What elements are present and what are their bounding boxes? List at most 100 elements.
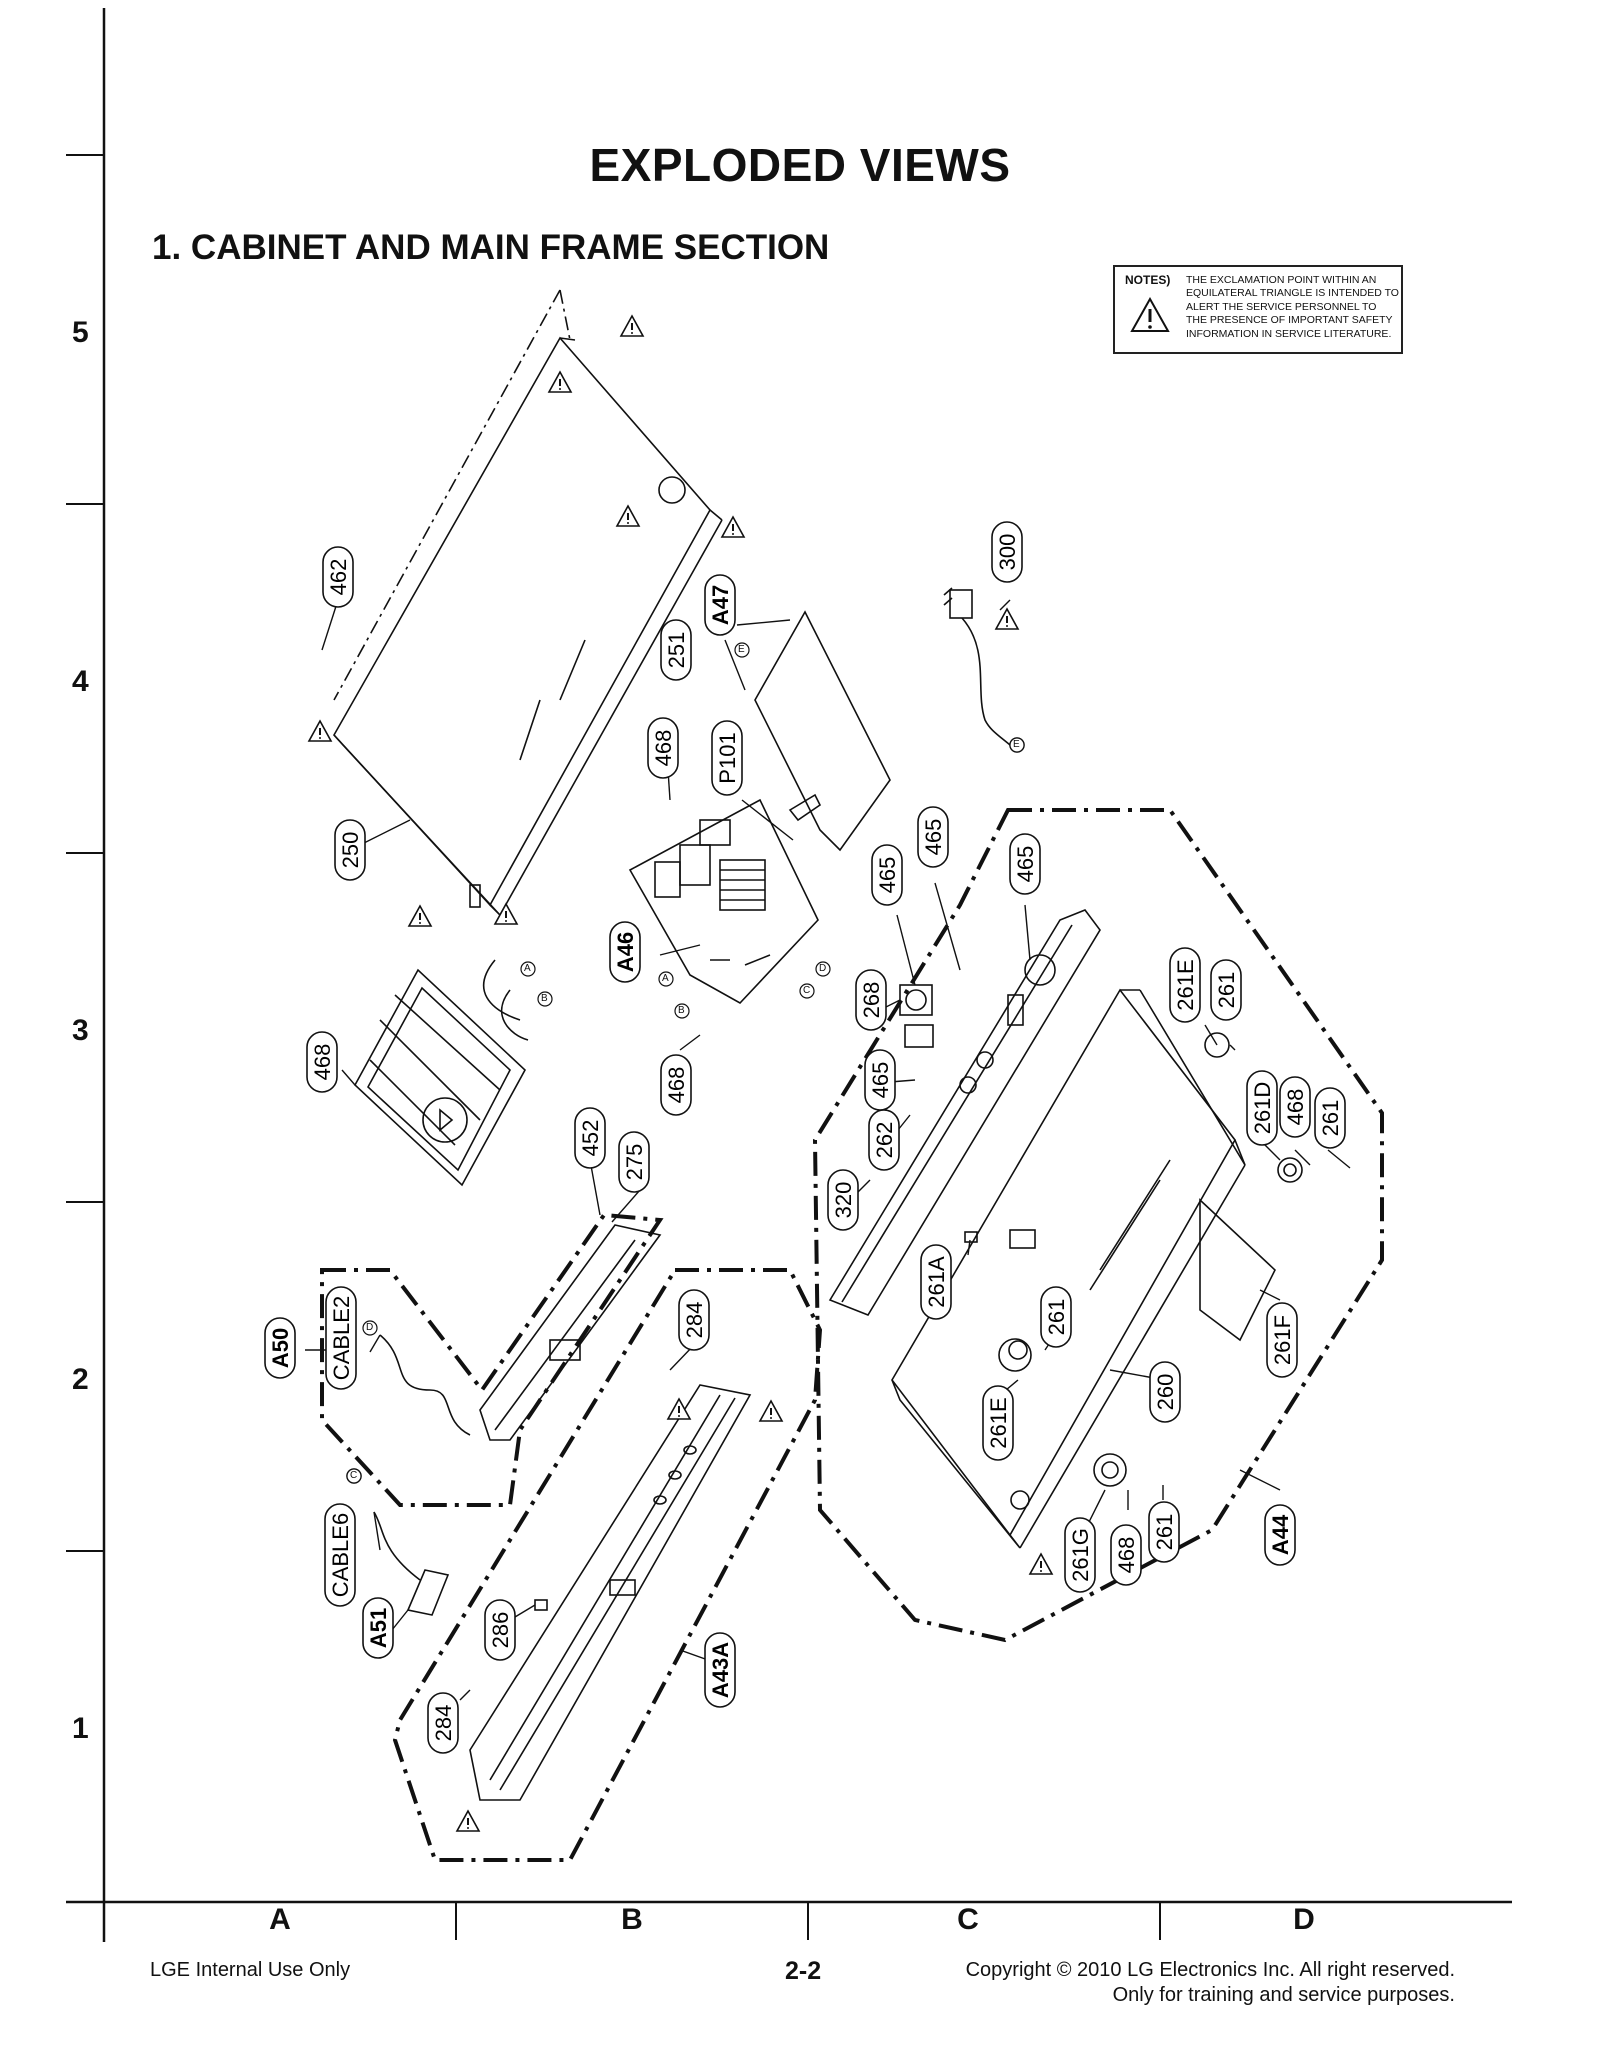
- notes-text: THE EXCLAMATION POINT WITHIN AN EQUILATE…: [1186, 274, 1399, 340]
- boundary-a43a: [392, 1268, 823, 1862]
- callout-text: 284: [682, 1302, 707, 1339]
- callout-text: 462: [326, 559, 351, 596]
- dvd-loader: [353, 959, 529, 1187]
- callout-468c: 468: [306, 1031, 338, 1093]
- callout-468a: 468: [647, 717, 679, 779]
- callout-text: 261F: [1270, 1315, 1295, 1365]
- callout-pill: [647, 717, 679, 779]
- top-cover-250: [333, 289, 723, 916]
- callout-251: 251: [660, 619, 692, 681]
- callout-a47: A47: [704, 574, 736, 636]
- callout-pill: [609, 921, 641, 983]
- callout-pill: [711, 720, 743, 796]
- callout-pill: [704, 1632, 736, 1708]
- callout-250: 250: [334, 819, 366, 881]
- callout-pill: [855, 969, 887, 1031]
- safety-notes-box: NOTES) THE EXCLAMATION POINT WITHIN AN E…: [1113, 265, 1403, 354]
- callout-text: 465: [875, 857, 900, 894]
- callout-pill: [660, 1054, 692, 1116]
- callout-text: 300: [995, 534, 1020, 571]
- callout-text: A44: [1268, 1514, 1293, 1555]
- callout-pill: [868, 1109, 900, 1171]
- callout-261d: 261: [1148, 1501, 1180, 1563]
- callout-261d: 261D: [1246, 1070, 1278, 1146]
- connector-markers: [346, 642, 1025, 1484]
- callout-pill: [306, 1031, 338, 1093]
- callout-pill: [1169, 947, 1201, 1023]
- callout-text: A46: [613, 932, 638, 972]
- callout-pill: [322, 546, 354, 608]
- callout-text: 261D: [1250, 1082, 1275, 1135]
- boundary-a50: [320, 1212, 664, 1507]
- footer-page-number: 2-2: [785, 1957, 822, 1985]
- callout-pill: [827, 1169, 859, 1231]
- callout-text: 262: [872, 1122, 897, 1159]
- callout-text: 261G: [1068, 1528, 1093, 1582]
- callout-284a: 284: [678, 1289, 710, 1351]
- callout-pill: [1314, 1087, 1346, 1149]
- callout-text: 261: [1152, 1514, 1177, 1551]
- callout-pill: [334, 819, 366, 881]
- column-label-a: A: [269, 1903, 291, 1936]
- callout-text: 468: [310, 1044, 335, 1081]
- callout-text: A43A: [708, 1642, 733, 1698]
- row-label-3: 3: [72, 1014, 89, 1047]
- callout-text: P101: [715, 732, 740, 783]
- callout-pill: [427, 1692, 459, 1754]
- callout-468d: 468: [1279, 1076, 1311, 1138]
- callout-cable2: CABLE2: [325, 1286, 357, 1390]
- main-board-a46: [628, 798, 819, 1005]
- callout-text: 286: [488, 1612, 513, 1649]
- callout-text: 468: [1114, 1537, 1139, 1574]
- callout-pill: [1148, 1501, 1180, 1563]
- row-label-4: 4: [72, 665, 89, 698]
- callout-a51: A51: [362, 1597, 394, 1659]
- section-title: 1. CABINET AND MAIN FRAME SECTION: [152, 228, 830, 267]
- callout-pill: [1149, 1361, 1181, 1423]
- callout-284b: 284: [427, 1692, 459, 1754]
- callout-text: 452: [578, 1120, 603, 1157]
- callout-468b: 468: [660, 1054, 692, 1116]
- callout-pill: [1110, 1524, 1142, 1586]
- callout-286: 286: [484, 1599, 516, 1661]
- callout-text: 465: [1013, 846, 1038, 883]
- callout-text: 261: [1044, 1299, 1069, 1336]
- callout-text: 261: [1318, 1100, 1343, 1137]
- callout-pill: [1266, 1302, 1298, 1378]
- callout-text: 284: [431, 1705, 456, 1742]
- callout-468e: 468: [1110, 1524, 1142, 1586]
- front-bracket: [479, 1224, 662, 1441]
- warning-triangle-icon: [1130, 297, 1170, 332]
- rear-panel-320: [828, 909, 1101, 1316]
- callout-pill: [991, 521, 1023, 583]
- callout-a43a: A43A: [704, 1632, 736, 1708]
- callout-pill: [871, 844, 903, 906]
- callout-text: 261E: [1173, 959, 1198, 1010]
- callout-pill: [917, 806, 949, 868]
- callout-261f: 261F: [1266, 1302, 1298, 1378]
- callout-300: 300: [991, 521, 1023, 583]
- callout-262: 262: [868, 1109, 900, 1171]
- callout-268: 268: [855, 969, 887, 1031]
- front-panel-a43a: [469, 1384, 752, 1801]
- callout-452: 452: [574, 1107, 606, 1169]
- callout-462: 462: [322, 546, 354, 608]
- callout-p101: P101: [711, 720, 743, 796]
- callout-pill: [264, 1317, 296, 1379]
- callout-pill: [618, 1131, 650, 1193]
- cable2: [379, 1334, 471, 1436]
- column-label-b: B: [621, 1903, 643, 1936]
- callout-pill: [484, 1599, 516, 1661]
- footer-copyright: Copyright © 2010 LG Electronics Inc. All…: [965, 1959, 1455, 1981]
- callout-pill: [1009, 833, 1041, 895]
- row-label-5: 5: [72, 316, 89, 349]
- callout-text: 260: [1153, 1374, 1178, 1411]
- callout-pill: [1279, 1076, 1311, 1138]
- callout-275: 275: [618, 1131, 650, 1193]
- callout-pill: [678, 1289, 710, 1351]
- callout-465d: 465: [864, 1049, 896, 1111]
- callout-text: 251: [664, 632, 689, 669]
- callout-pill: [660, 619, 692, 681]
- callout-pill: [1246, 1070, 1278, 1146]
- column-label-d: D: [1293, 1903, 1315, 1936]
